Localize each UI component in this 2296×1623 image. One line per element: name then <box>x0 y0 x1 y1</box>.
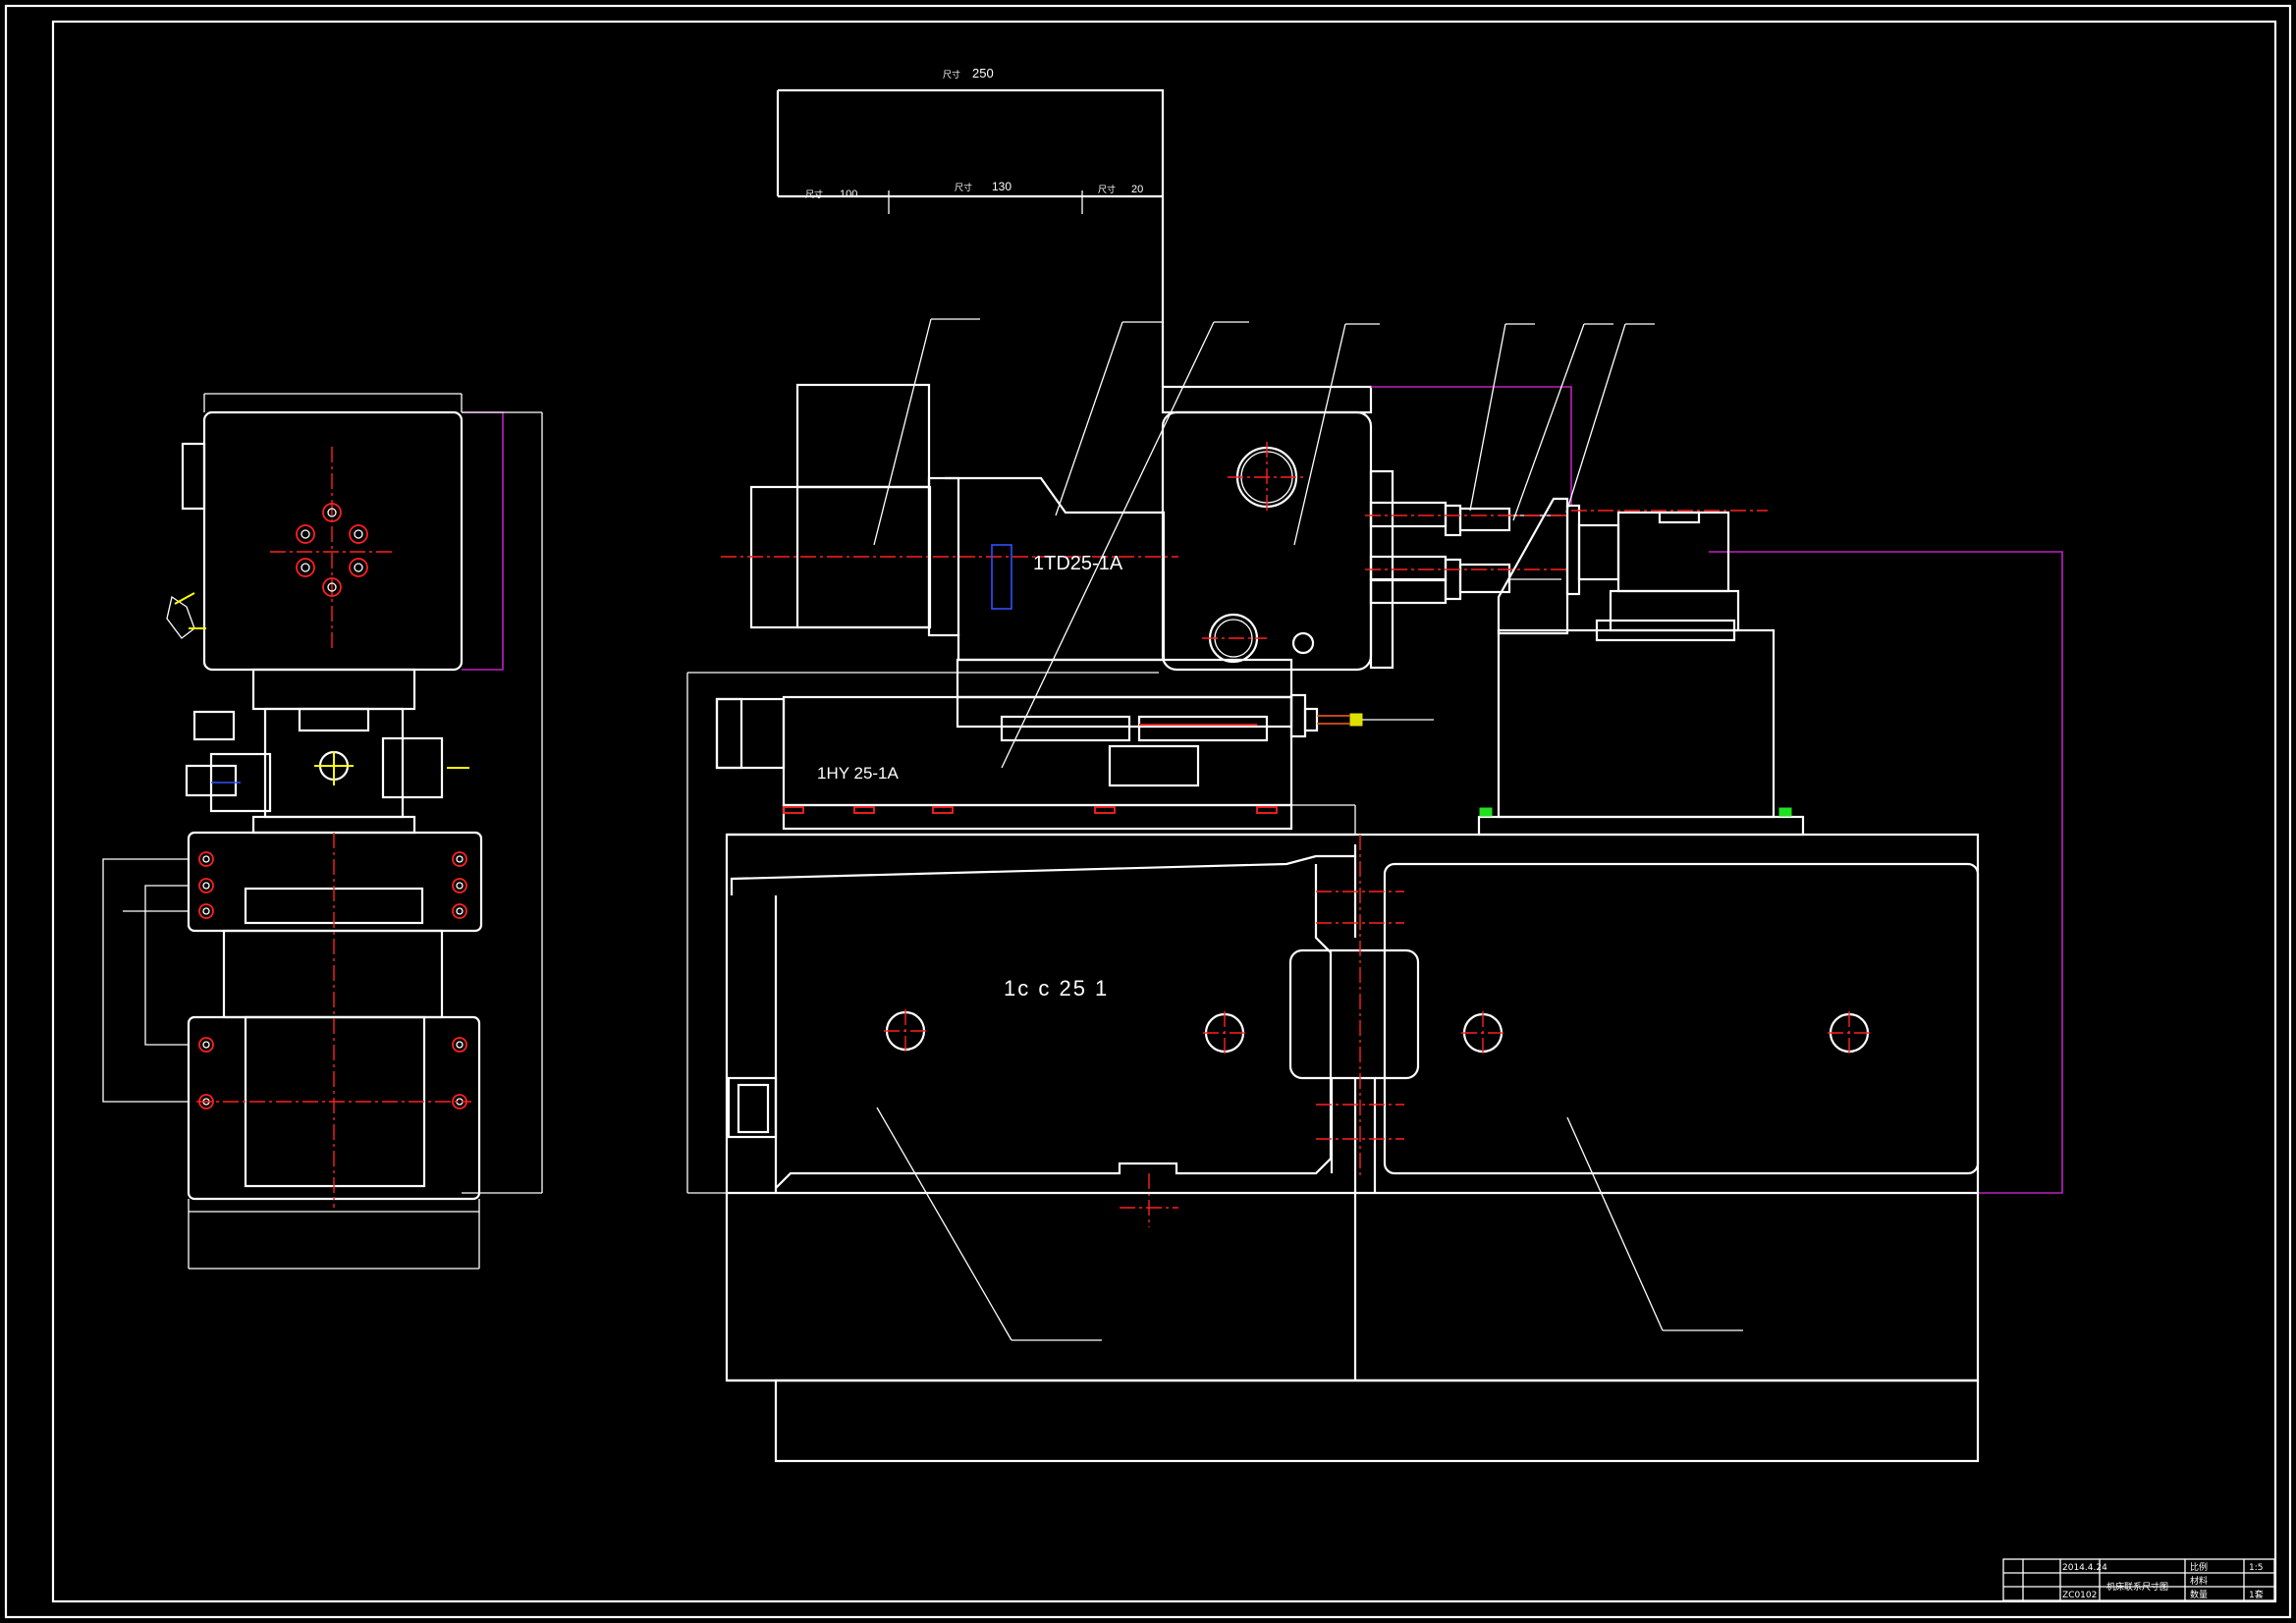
label-base: 1c c 25 1 <box>1004 976 1109 1001</box>
tb-scale-label: 比例 <box>2190 1561 2208 1573</box>
fixture <box>1477 497 1805 837</box>
title-block: 2014.4.24 机床联系尺寸图 比例 1:5 材料 数量 1套 ZC0102 <box>2002 1558 2275 1601</box>
front-view: 尺寸 250 尺寸 100 尺寸 130 尺寸 20 1TD25-1A <box>686 66 2063 1463</box>
svg-text:尺寸: 尺寸 <box>955 182 972 193</box>
bolt-circle <box>296 503 368 597</box>
sheet-border <box>4 4 2292 1619</box>
tb-material-label: 材料 <box>2190 1575 2208 1587</box>
center-column <box>1288 948 1420 1080</box>
slide-table <box>782 695 1293 807</box>
dim-250: 250 <box>972 66 994 81</box>
svg-text:尺寸: 尺寸 <box>943 69 960 81</box>
tb-title: 机床联系尺寸图 <box>2106 1581 2168 1593</box>
tb-scale-value: 1:5 <box>2249 1563 2263 1573</box>
tb-qty-label: 数量 <box>2190 1589 2208 1600</box>
motor <box>795 383 931 489</box>
label-power-head: 1TD25-1A <box>1033 553 1123 574</box>
dim-130: 130 <box>992 180 1011 193</box>
drawing-frame <box>51 20 2277 1603</box>
side-head-box <box>202 410 464 672</box>
leader-lines <box>873 318 1743 1341</box>
spindles <box>1365 501 1567 605</box>
svg-text:尺寸: 尺寸 <box>805 189 823 200</box>
svg-text:尺寸: 尺寸 <box>1098 184 1116 195</box>
label-slide-table: 1HY 25-1A <box>817 764 900 783</box>
tb-qty-value: 1套 <box>2249 1589 2264 1600</box>
tb-date: 2014.4.24 <box>2062 1563 2107 1573</box>
base-bed: 1c c 25 1 <box>725 833 1980 1463</box>
tb-code: ZC0102 <box>2062 1591 2097 1600</box>
side-view <box>102 393 543 1270</box>
side-saddle <box>187 831 483 933</box>
dim-100: 100 <box>840 189 857 200</box>
dim-20: 20 <box>1131 184 1143 195</box>
